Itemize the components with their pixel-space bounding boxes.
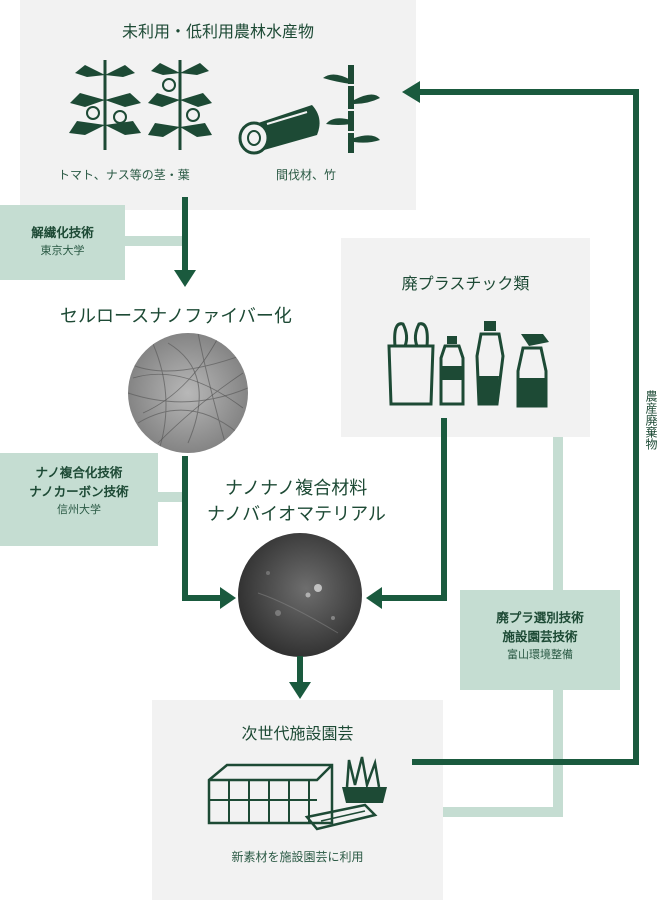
tomato-plant-icon [148,60,212,150]
plastic-bag-icon [387,322,435,406]
tag-nanocomposite-tech-2: ナノカーボン技術 [29,484,129,499]
greenhouse-box: 次世代施設園芸 新素材を施設園芸に利用 [152,700,443,900]
bottle-icon [439,336,465,406]
spray-bottle-icon [516,334,549,408]
tag-fibrillation: 解繊化技術 東京大学 [0,205,125,280]
tag-nanocomposite-tech-1: ナノ複合化技術 [35,465,123,480]
tomato-plant-icon [69,60,141,150]
arrowhead-source [402,81,420,103]
greenhouse-light-line [440,690,563,817]
plastic-icons [387,321,549,408]
arrowhead-composite-left [220,587,236,609]
arrowhead-composite-right [366,587,382,609]
tag-fibrillation-tech: 解繊化技術 [31,225,94,240]
greenhouse-icon-group [207,756,387,831]
planter-icon [342,756,387,803]
tag-toyama-tech-2: 施設園芸技術 [502,629,578,644]
log-icon [238,105,320,155]
tag-nanocomposite-org: 信州大学 [57,503,101,516]
greenhouse-icon [207,763,334,825]
cnf-micrograph [128,333,248,453]
tag-toyama-tech-1: 廃プラ選別技術 [496,610,584,625]
arrow-loop-back [412,89,639,765]
panel-icon [304,803,378,831]
detergent-bottle-icon [475,321,505,406]
greenhouse-title: 次世代施設園芸 [241,724,354,743]
source-caption-left: トマト、ナス等の茎・葉 [58,168,190,182]
greenhouse-caption: 新素材を施設園芸に利用 [231,850,364,864]
tag-fibrillation-org: 東京大学 [40,244,85,257]
arrowhead-greenhouse [289,682,311,699]
tag-toyama: 廃プラ選別技術 施設園芸技術 富山環境整備 [460,590,620,690]
composite-micrograph [238,533,362,657]
bamboo-icon [323,65,380,153]
arrow-waste-to-composite [380,418,447,601]
tag-toyama-org: 富山環境整備 [507,648,573,661]
waste-box: 廃プラスチック類 [341,238,590,437]
arrow-cnf-to-composite [182,456,222,601]
waste-title: 廃プラスチック類 [401,274,530,293]
cnf-label: セルロースナノファイバー化 [60,306,292,327]
side-label: 農産廃棄物 [644,390,658,450]
arrowhead-cnf [174,270,196,287]
source-title: 未利用・低利用農林水産物 [121,22,314,41]
source-caption-right: 間伐材、竹 [276,168,337,182]
source-box: 未利用・低利用農林水産物 トマ [20,0,416,210]
composite-label-2: ナノバイオマテリアル [207,504,386,525]
tag-nanocomposite: ナノ複合化技術 ナノカーボン技術 信州大学 [0,453,158,546]
composite-label-1: ナノナノ複合材料 [225,478,368,499]
